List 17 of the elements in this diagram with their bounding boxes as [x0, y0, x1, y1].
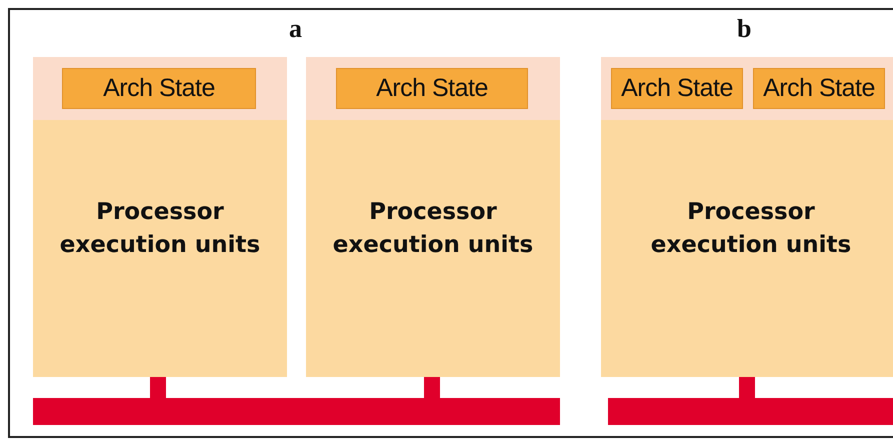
bus-bar — [608, 398, 893, 425]
arch-state-box: Arch State — [336, 68, 528, 109]
processor-card — [306, 57, 560, 377]
connector-stem — [424, 377, 440, 398]
connector-stem — [150, 377, 166, 398]
processor-label: Processor execution units — [650, 198, 852, 260]
arch-state-box: Arch State — [753, 68, 885, 109]
bus-bar — [33, 398, 560, 425]
connector-stem — [739, 377, 755, 398]
panel-label: a — [289, 14, 302, 44]
processor-card — [601, 57, 893, 377]
panel-label: b — [737, 14, 752, 44]
processor-label: Processor execution units — [58, 198, 262, 260]
arch-state-box: Arch State — [611, 68, 743, 109]
arch-state-box: Arch State — [62, 68, 256, 109]
processor-card — [33, 57, 287, 377]
processor-label: Processor execution units — [332, 198, 534, 260]
